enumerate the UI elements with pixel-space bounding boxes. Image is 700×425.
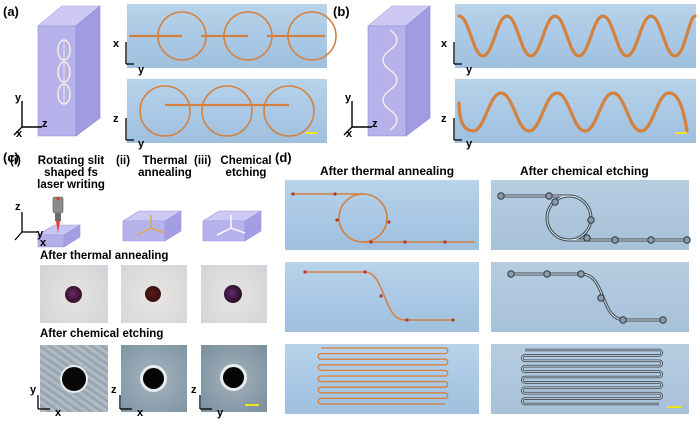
etched-channel-hole <box>143 368 164 389</box>
axis-label-x: x <box>55 407 62 419</box>
panel-label-a: (a) <box>3 4 19 19</box>
column-heading-annealing: After thermal annealing <box>320 164 455 178</box>
axis-label-z: z <box>111 384 117 396</box>
axis-label-y: y <box>37 228 44 240</box>
waveguide-core <box>145 286 161 302</box>
axis-corner-a-zy <box>125 118 134 141</box>
etching-block-illustration <box>201 210 263 242</box>
micrograph-b-zy <box>455 79 696 143</box>
axis-label-z: z <box>441 113 447 125</box>
axis-triad-b <box>343 101 372 136</box>
panel-label-c: (c) <box>3 150 19 165</box>
cross-section-annealed-xy <box>40 265 108 323</box>
axis-label-y: y <box>217 407 224 419</box>
laser-writing-illustration <box>36 196 82 248</box>
serpentine-waveguide-annealed <box>317 347 449 405</box>
axis-corner-b-xy <box>453 42 462 65</box>
micrograph-sbend-annealed <box>285 262 479 332</box>
cross-section-etched-xy <box>40 345 108 412</box>
axis-label-y: y <box>15 92 22 104</box>
axis-label-x: x <box>16 128 23 140</box>
axis-label-z: z <box>42 118 48 130</box>
axis-corner-a-xy <box>125 42 134 65</box>
axis-label-y: y <box>30 384 37 396</box>
axis-label-y: y <box>138 64 145 76</box>
micrograph-a-zy <box>127 79 327 143</box>
row-label-annealing: After thermal annealing <box>40 250 169 262</box>
waveguide-core <box>65 286 82 303</box>
micrograph-ring-annealed <box>285 180 479 250</box>
sine-waveguide-zy <box>457 91 689 133</box>
step-title-annealing: (ii) Thermal annealing <box>116 155 192 179</box>
scale-bar <box>305 132 317 134</box>
axis-label-y: y <box>466 64 473 76</box>
panel-label-b: (b) <box>333 4 350 19</box>
axis-label-x: x <box>441 38 448 50</box>
cross-section-annealed-zy <box>201 265 267 323</box>
scale-bar <box>667 406 681 408</box>
micrograph-sbend-etched <box>491 262 689 332</box>
micrograph-serpentine-annealed <box>285 344 479 414</box>
axis-label-z: z <box>113 113 119 125</box>
step-title-etching: (iii) Chemical etching <box>194 155 272 179</box>
axis-label-z: z <box>372 118 378 130</box>
axis-triad-c <box>14 212 38 241</box>
panel-label-d: (d) <box>275 150 292 165</box>
serpentine-channel-etched <box>521 348 663 406</box>
cross-section-annealed-zx <box>121 265 187 323</box>
axis-label-x: x <box>346 128 353 140</box>
axis-label-x: x <box>113 38 120 50</box>
sine-waveguide-xy <box>457 14 697 58</box>
axis-label-z: z <box>191 384 197 396</box>
axis-triad-a <box>13 101 42 136</box>
axis-label-x: x <box>40 237 47 249</box>
axis-corner-c1 <box>37 395 50 410</box>
step-title-writing: (i) Rotating slit shaped fs laser writin… <box>10 155 105 191</box>
axis-label-y: y <box>138 138 145 150</box>
axis-label-y: y <box>345 92 352 104</box>
scale-bar <box>675 132 687 134</box>
glass-block-rings-3d <box>37 5 101 137</box>
etched-channel-hole <box>62 367 86 391</box>
cross-section-etched-zy <box>201 345 267 412</box>
axis-corner-c2 <box>119 395 132 410</box>
scale-bar <box>245 404 259 406</box>
micrograph-ring-etched <box>491 180 691 250</box>
row-label-etching: After chemical etching <box>40 328 164 340</box>
annealing-block-illustration <box>121 210 183 242</box>
axis-label-z: z <box>15 201 21 213</box>
glass-block-sine-3d <box>367 5 431 137</box>
micrograph-serpentine-etched <box>491 344 689 414</box>
column-heading-etching: After chemical etching <box>520 164 649 178</box>
axis-corner-b-zy <box>453 118 462 141</box>
axis-label-x: x <box>137 407 144 419</box>
micrograph-b-xy <box>455 4 697 68</box>
micrograph-a-xy <box>127 4 337 68</box>
waveguide-core <box>224 285 242 303</box>
axis-corner-c3 <box>199 395 212 410</box>
etched-channel-hole <box>223 367 244 388</box>
cross-section-etched-zx <box>121 345 187 412</box>
axis-label-y: y <box>466 138 473 150</box>
